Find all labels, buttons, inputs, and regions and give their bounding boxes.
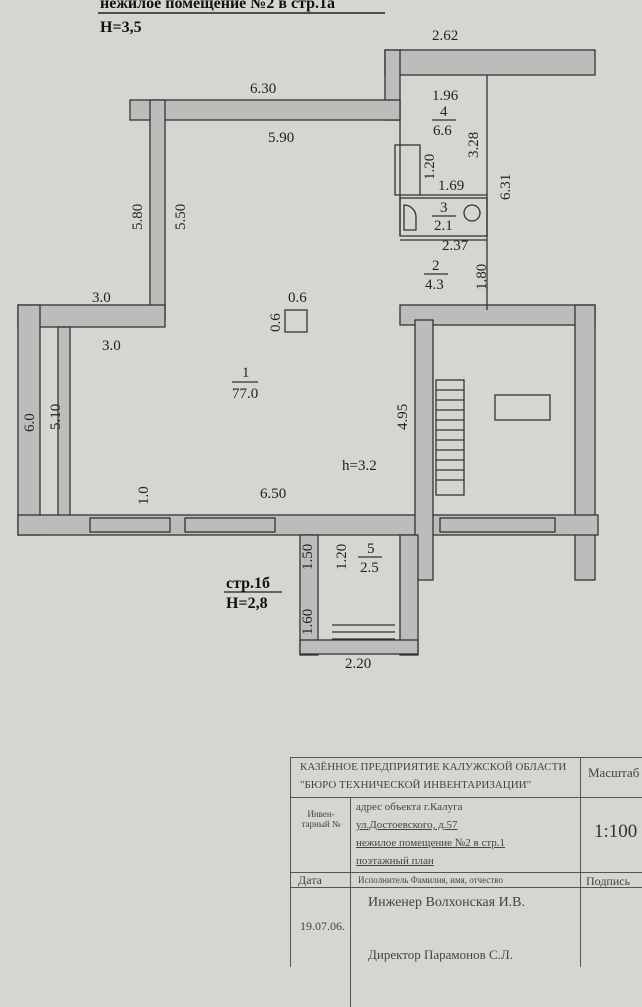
- org-line-2: "БЮРО ТЕХНИЧЕСКОЙ ИНВЕНТАРИЗАЦИИ": [300, 779, 532, 791]
- floor-plan: нежилое помещение №2 в стр.1а H=3,5 2.62…: [17, 0, 599, 672]
- svg-text:3: 3: [440, 200, 448, 216]
- stairs: [332, 389, 551, 640]
- inventory-label: Инвен- тарный №: [301, 809, 341, 829]
- dim-label: 4.95: [395, 404, 411, 430]
- dim-label: 1.20: [334, 544, 350, 570]
- dim-label: 6.31: [498, 174, 514, 200]
- dim-label: 1.96: [432, 88, 459, 104]
- svg-text:1: 1: [242, 365, 250, 381]
- dim-label: 2.62: [432, 28, 458, 44]
- room-3: 3 2.1: [432, 200, 456, 234]
- room-5: 5 2.5: [358, 541, 382, 576]
- plan-height: H=3,5: [100, 19, 142, 36]
- dim-label: 5.10: [48, 404, 64, 430]
- dim-label: 0.6: [288, 290, 307, 306]
- dim-label: 1.50: [300, 544, 316, 570]
- date-value: 19.07.06.: [300, 919, 345, 933]
- dim-label: 5.80: [130, 204, 146, 230]
- dim-label: 6.30: [250, 81, 276, 97]
- svg-text:2: 2: [432, 258, 440, 274]
- title-block: КАЗЁННОЕ ПРЕДПРИЯТИЕ КАЛУЖСКОЙ ОБЛАСТИ "…: [290, 757, 642, 1007]
- dim-label: 2.37: [442, 238, 469, 254]
- annex-title: стр.1б: [226, 575, 270, 592]
- dim-label: 3.28: [466, 132, 482, 158]
- address-line-2: ул.Достоевского, д.57: [356, 819, 458, 831]
- scale-label: Масштаб: [588, 765, 640, 780]
- room-2: 2 4.3: [424, 258, 448, 293]
- dim-label: 1.60: [300, 609, 316, 635]
- engineer-name: Инженер Волхонская И.В.: [368, 895, 526, 910]
- org-line-1: КАЗЁННОЕ ПРЕДПРИЯТИЕ КАЛУЖСКОЙ ОБЛАСТИ: [300, 761, 567, 773]
- dim-label: 6.50: [260, 486, 286, 502]
- svg-text:2.5: 2.5: [360, 560, 379, 576]
- dim-label: 0.6: [268, 313, 284, 332]
- svg-text:77.0: 77.0: [232, 386, 258, 402]
- dim-label: 3.0: [102, 338, 121, 354]
- dim-label: 1.20: [422, 154, 438, 180]
- scale-value: 1:100: [594, 821, 638, 842]
- dim-label: 2.20: [345, 656, 371, 672]
- dim-label: 5.90: [268, 130, 294, 146]
- address-line-3: нежилое помещение №2 в стр.1: [356, 837, 506, 849]
- room-4: 4 6.6: [432, 104, 456, 139]
- room-1: 1 77.0: [232, 365, 258, 402]
- svg-text:2.1: 2.1: [434, 218, 453, 234]
- svg-text:6.6: 6.6: [433, 123, 452, 139]
- svg-text:4: 4: [440, 104, 448, 120]
- svg-text:5: 5: [367, 541, 375, 557]
- address-line-1: адрес объекта г.Калуга: [356, 801, 463, 813]
- walls: [17, 49, 599, 656]
- annex-height: H=2,8: [226, 595, 268, 612]
- address-line-4: поэтажный план: [356, 855, 434, 867]
- dim-label: 5.50: [173, 204, 189, 230]
- interior-lines: [89, 75, 556, 640]
- executor-label: Исполнитель Фамилия, имя, отчество: [358, 875, 503, 885]
- dim-label: 1.69: [438, 178, 464, 194]
- dim-label: 6.0: [22, 413, 38, 432]
- plan-title: нежилое помещение №2 в стр.1а: [100, 0, 335, 12]
- date-label: Дата: [298, 873, 322, 887]
- svg-text:4.3: 4.3: [425, 277, 444, 293]
- dim-label: 1.0: [136, 486, 152, 505]
- signature-label: Подпись: [586, 874, 631, 888]
- dim-label: 1.80: [474, 264, 490, 290]
- room-height: h=3.2: [342, 458, 377, 474]
- director-name: Директор Парамонов С.Л.: [368, 947, 513, 962]
- dim-label: 3.0: [92, 290, 111, 306]
